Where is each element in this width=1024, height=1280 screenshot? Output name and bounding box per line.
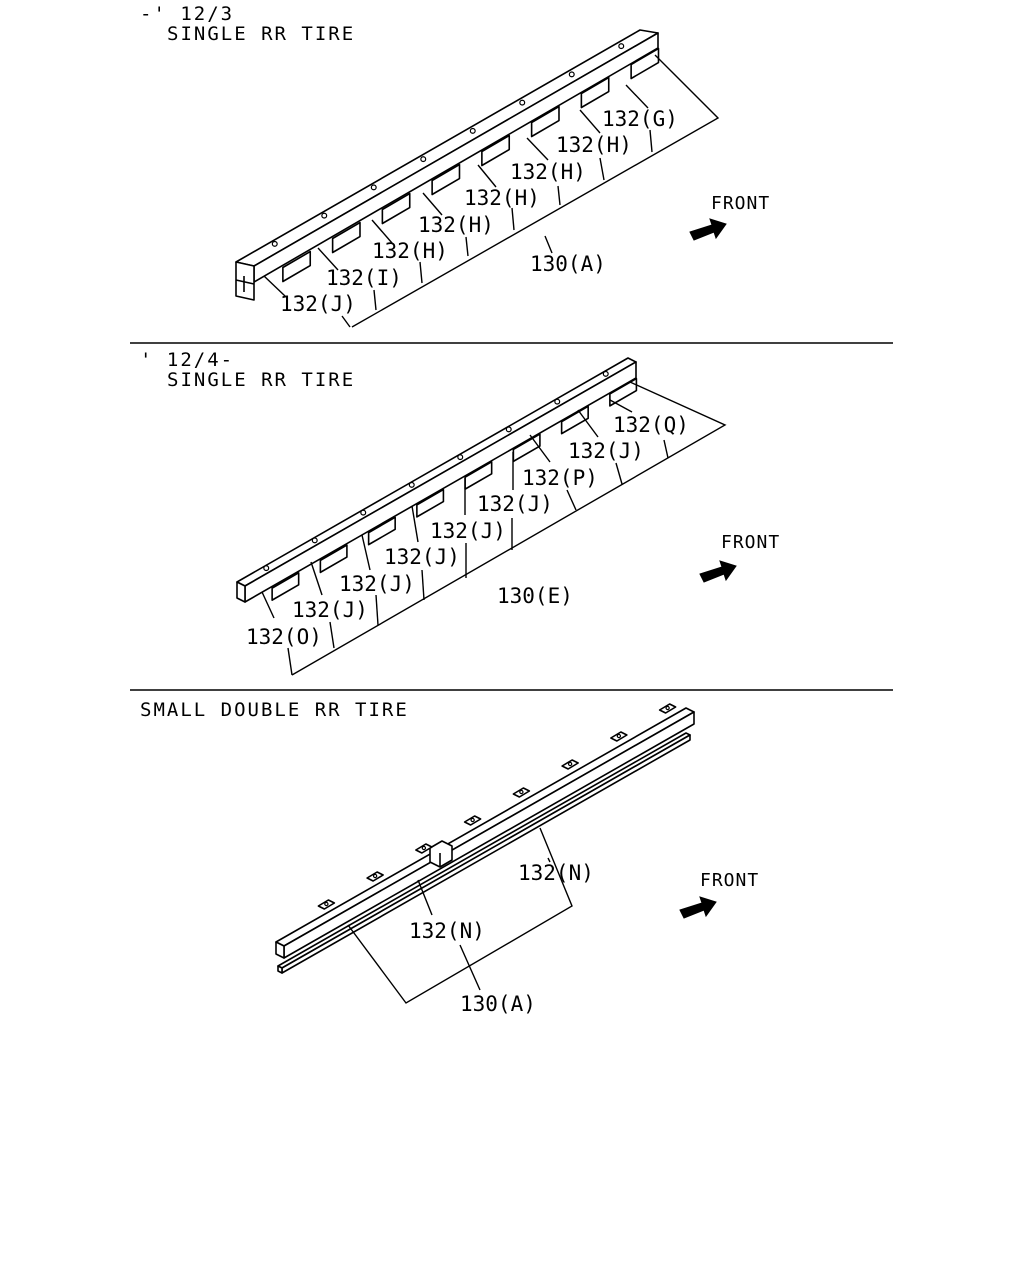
rail-hanger bbox=[331, 221, 361, 254]
section-1-header-line1: -' 12/3 bbox=[140, 3, 234, 25]
front-label-2: FRONT bbox=[721, 532, 780, 553]
part-label-2-8: 132(J) bbox=[292, 598, 368, 622]
rail-tab-hole bbox=[616, 733, 622, 739]
rail-hole bbox=[420, 156, 427, 163]
rail-tab-hole bbox=[421, 845, 427, 851]
rail-hanger bbox=[282, 250, 312, 283]
frame-rail-3 bbox=[275, 703, 695, 974]
part-label-2-4: 132(J) bbox=[477, 492, 553, 516]
rail-hanger bbox=[530, 105, 560, 138]
rail-hanger bbox=[580, 76, 610, 109]
leader-lines-3 bbox=[347, 827, 573, 1004]
section-3-header: SMALL DOUBLE RR TIRE bbox=[140, 699, 409, 721]
part-label-2-7: 132(J) bbox=[339, 572, 415, 596]
section-1-header-line2: SINGLE RR TIRE bbox=[167, 23, 355, 45]
part-label-1-8: 132(J) bbox=[280, 292, 356, 316]
rail-tab-hole bbox=[519, 789, 524, 795]
part-label-3-2: 132(N) bbox=[409, 919, 485, 943]
rail-hole bbox=[360, 509, 367, 516]
rail-hole bbox=[311, 537, 318, 544]
part-label-1-6: 132(H) bbox=[372, 239, 448, 263]
rail-hanger bbox=[481, 134, 511, 167]
rail-hole bbox=[370, 184, 377, 191]
rail-hanger bbox=[367, 516, 396, 546]
part-label-1-3: 132(H) bbox=[510, 160, 586, 184]
rail-hole bbox=[505, 426, 512, 433]
rail-hanger bbox=[271, 572, 300, 601]
part-label-2-5: 132(J) bbox=[430, 519, 506, 543]
rail-hole bbox=[568, 71, 575, 78]
part-label-2-6: 132(J) bbox=[384, 545, 460, 569]
rail-hanger bbox=[609, 377, 638, 407]
leader-lines-1 bbox=[263, 54, 720, 328]
front-label-1: FRONT bbox=[711, 193, 770, 214]
part-label-2-9: 132(O) bbox=[246, 625, 322, 649]
assembly-label-1: 130(A) bbox=[530, 252, 606, 276]
rail-hole bbox=[554, 398, 561, 405]
rail-tab-hole bbox=[665, 705, 670, 711]
section-2: ' 12/4- SINGLE RR TIRE bbox=[140, 349, 780, 676]
part-label-1-7: 132(I) bbox=[326, 266, 402, 290]
rail-hole bbox=[602, 370, 609, 377]
part-label-1-2: 132(H) bbox=[556, 133, 632, 157]
leader-lines-2 bbox=[261, 381, 727, 676]
rail-hole bbox=[408, 481, 415, 488]
section-3: SMALL DOUBLE RR TIRE 132(N) 132(N) 130(A… bbox=[140, 699, 759, 1016]
rail-hole bbox=[263, 565, 270, 572]
rail-tab-hole bbox=[567, 761, 573, 767]
rail-tab-hole bbox=[372, 873, 378, 879]
part-label-1-1: 132(G) bbox=[602, 107, 678, 131]
rail-tab-hole bbox=[470, 817, 475, 823]
front-arrow-icon bbox=[679, 896, 717, 919]
rail-hole bbox=[469, 127, 476, 134]
rail-hole bbox=[321, 212, 328, 219]
part-label-1-4: 132(H) bbox=[464, 186, 540, 210]
rail-hanger bbox=[381, 192, 411, 225]
part-label-3-1: 132(N) bbox=[518, 861, 594, 885]
rail-hole bbox=[618, 43, 625, 50]
front-label-3: FRONT bbox=[700, 870, 759, 891]
rail-hanger bbox=[416, 488, 445, 518]
rail-tab-hole bbox=[324, 901, 329, 907]
frame-rail-2 bbox=[236, 357, 638, 603]
section-2-header-line1: ' 12/4- bbox=[140, 349, 234, 371]
rail-hanger bbox=[431, 163, 461, 196]
rail-hanger bbox=[630, 47, 660, 80]
assembly-label-2: 130(E) bbox=[497, 584, 573, 608]
part-label-2-2: 132(J) bbox=[568, 439, 644, 463]
rail-hole bbox=[457, 454, 464, 461]
part-label-1-5: 132(H) bbox=[418, 213, 494, 237]
assembly-label-3: 130(A) bbox=[460, 992, 536, 1016]
part-label-2-1: 132(Q) bbox=[613, 413, 689, 437]
section-1: -' 12/3 SINGLE RR TIRE bbox=[140, 3, 770, 328]
rail-hanger bbox=[319, 544, 348, 574]
rail-hole bbox=[271, 240, 278, 247]
section-2-header-line2: SINGLE RR TIRE bbox=[167, 369, 355, 391]
frame-rail-1 bbox=[235, 29, 660, 301]
front-arrow-icon bbox=[689, 218, 727, 241]
part-label-2-3: 132(P) bbox=[522, 466, 598, 490]
rail-hole bbox=[519, 99, 526, 106]
front-arrow-icon bbox=[699, 560, 737, 583]
